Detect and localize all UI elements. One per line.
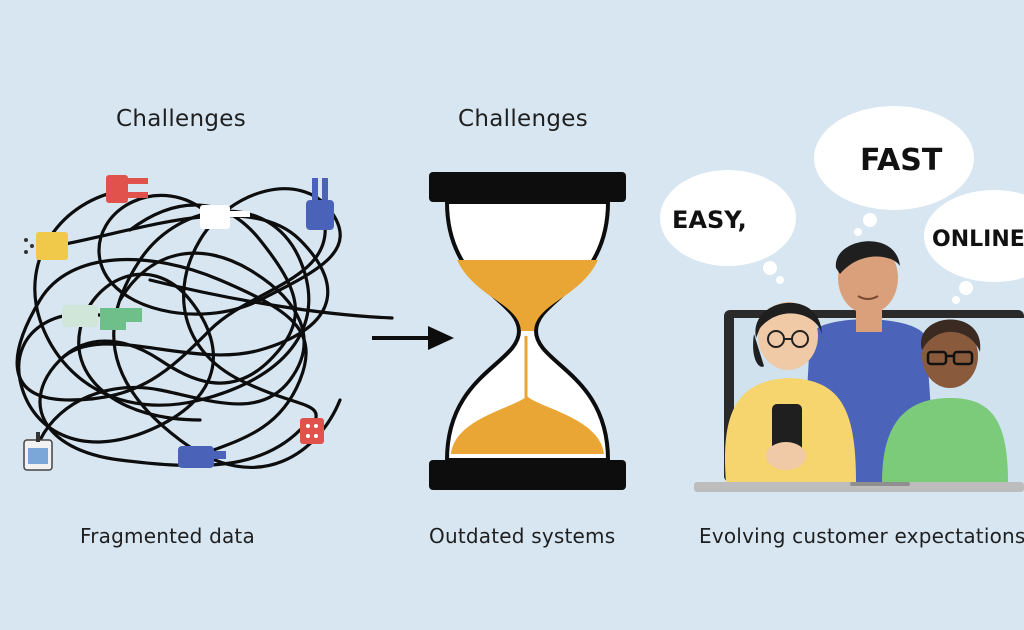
panel-2-heading: Challenges [458,106,588,132]
panel-1-heading: Challenges [116,106,246,132]
panel-2-caption: Outdated systems [429,524,616,548]
bubble-easy-text: EASY, [672,206,747,234]
panel-1-caption: Fragmented data [80,524,255,548]
speech-bubble-easy [660,170,796,266]
hourglass-icon [429,172,626,490]
speech-bubble-fast [814,106,974,210]
customers-laptop-illustration: FAST EASY, ONLINE [660,106,1024,492]
tangled-cables-illustration [15,175,394,471]
bubble-online-text: ONLINE [932,227,1024,252]
panel-3-caption: Evolving customer expectations [699,524,1024,548]
phone-icon [772,404,802,454]
arrow-right-icon [372,326,454,350]
bubble-fast-text: FAST [860,143,943,178]
speech-bubble-online [924,190,1024,282]
